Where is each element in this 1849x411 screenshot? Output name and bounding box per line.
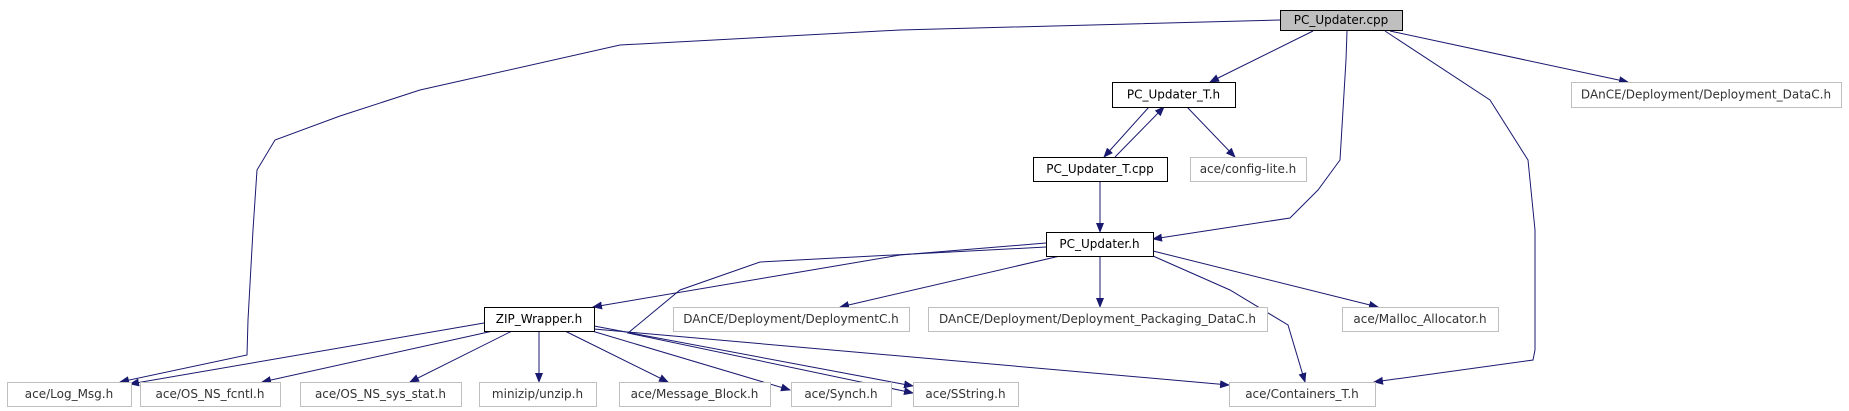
node-containers-t-h[interactable]: ace/Containers_T.h	[1229, 382, 1376, 407]
node-pc-updater-h[interactable]: PC_Updater.h	[1046, 232, 1154, 257]
node-unzip-h[interactable]: minizip/unzip.h	[479, 382, 597, 407]
edge-zip-wrapper-h-to-containers-t-h	[593, 328, 1230, 389]
node-sstring-h[interactable]: ace/SString.h	[913, 382, 1019, 407]
node-label: PC_Updater.h	[1059, 237, 1139, 251]
edges-layer	[119, 19, 1629, 396]
edge-pc-updater-h-to-deploymentc-h	[839, 255, 1061, 309]
edge-pc-updater-cpp-to-containers-t-h	[1373, 30, 1536, 385]
node-os-ns-sys-stat-h[interactable]: ace/OS_NS_sys_stat.h	[300, 382, 462, 407]
edge-pc-updater-cpp-to-pc-updater-t-h	[1209, 30, 1314, 83]
node-pc-updater-t-h[interactable]: PC_Updater_T.h	[1112, 82, 1236, 108]
node-box	[1190, 157, 1307, 182]
node-box	[1046, 232, 1154, 257]
node-box	[1033, 157, 1168, 182]
edge-zip-wrapper-h-to-os-ns-fcntl-h	[261, 330, 494, 384]
node-label: PC_Updater_T.h	[1127, 88, 1220, 102]
node-label: ace/Malloc_Allocator.h	[1353, 312, 1486, 326]
node-box	[7, 382, 132, 407]
node-malloc-allocator-h[interactable]: ace/Malloc_Allocator.h	[1342, 307, 1499, 332]
node-label: minizip/unzip.h	[492, 387, 583, 401]
edge-zip-wrapper-h-to-synch-h	[591, 330, 791, 392]
edge-pc-updater-t-cpp-to-pc-updater-t-h	[1114, 106, 1165, 158]
node-box	[619, 382, 771, 407]
node-label: DAnCE/Deployment/Deployment_Packaging_Da…	[939, 312, 1256, 326]
node-box	[484, 307, 595, 332]
edge-zip-wrapper-h-to-sstring-h	[593, 325, 914, 389]
node-box	[300, 382, 462, 407]
node-label: DAnCE/Deployment/Deployment_DataC.h	[1581, 88, 1831, 102]
node-label: PC_Updater_T.cpp	[1046, 162, 1154, 176]
node-pc-updater-cpp[interactable]: PC_Updater.cpp	[1280, 10, 1403, 31]
edge-zip-wrapper-h-to-message-block-h	[564, 330, 669, 383]
edge-pc-updater-cpp-to-pc-updater-h	[1152, 30, 1348, 242]
node-synch-h[interactable]: ace/Synch.h	[791, 382, 892, 407]
edge-zip-wrapper-h-to-log-msg-h	[129, 322, 485, 387]
node-box	[673, 307, 910, 332]
node-box	[791, 382, 892, 407]
node-box	[479, 382, 597, 407]
node-box	[140, 382, 281, 407]
node-zip-wrapper-h[interactable]: ZIP_Wrapper.h	[484, 307, 595, 332]
edge-zip-wrapper-h-to-os-ns-sys-stat-h	[409, 330, 513, 383]
node-deployment-packaging-datac-h[interactable]: DAnCE/Deployment/Deployment_Packaging_Da…	[928, 307, 1268, 332]
node-box	[1229, 382, 1376, 407]
edge-pc-updater-cpp-to-deployment-datac-h	[1389, 30, 1629, 85]
node-label: ace/OS_NS_fcntl.h	[156, 387, 265, 401]
node-pc-updater-t-cpp[interactable]: PC_Updater_T.cpp	[1033, 157, 1168, 182]
node-label: PC_Updater.cpp	[1294, 13, 1389, 27]
edge-pc-updater-h-to-malloc-allocator-h	[1152, 250, 1379, 309]
node-label: ace/Synch.h	[804, 387, 877, 401]
edge-pc-updater-cpp-to-log-msg-h	[119, 19, 1281, 385]
node-config-lite-h[interactable]: ace/config-lite.h	[1190, 157, 1307, 182]
node-label: ace/OS_NS_sys_stat.h	[315, 387, 446, 401]
edge-pc-updater-h-to-sstring-h	[626, 246, 1047, 396]
node-box	[928, 307, 1268, 332]
node-label: ZIP_Wrapper.h	[496, 312, 582, 326]
node-label: ace/Log_Msg.h	[25, 387, 113, 401]
node-message-block-h[interactable]: ace/Message_Block.h	[619, 382, 771, 407]
node-box	[1112, 82, 1236, 108]
node-os-ns-fcntl-h[interactable]: ace/OS_NS_fcntl.h	[140, 382, 281, 407]
node-box	[913, 382, 1019, 407]
node-box	[1571, 82, 1842, 108]
node-label: ace/SString.h	[925, 387, 1005, 401]
node-label: ace/config-lite.h	[1200, 162, 1297, 176]
edge-pc-updater-t-h-to-config-lite-h	[1186, 106, 1236, 158]
node-deployment-datac-h[interactable]: DAnCE/Deployment/Deployment_DataC.h	[1571, 82, 1842, 108]
node-log-msg-h[interactable]: ace/Log_Msg.h	[7, 382, 132, 407]
edge-pc-updater-t-h-to-pc-updater-t-cpp	[1103, 106, 1150, 158]
node-label: ace/Message_Block.h	[631, 387, 759, 401]
node-label: DAnCE/Deployment/DeploymentC.h	[683, 312, 899, 326]
node-box	[1280, 10, 1403, 31]
node-box	[1342, 307, 1499, 332]
node-label: ace/Containers_T.h	[1245, 387, 1359, 401]
node-deploymentc-h[interactable]: DAnCE/Deployment/DeploymentC.h	[673, 307, 910, 332]
edge-pc-updater-h-to-zip-wrapper-h	[592, 242, 1047, 310]
